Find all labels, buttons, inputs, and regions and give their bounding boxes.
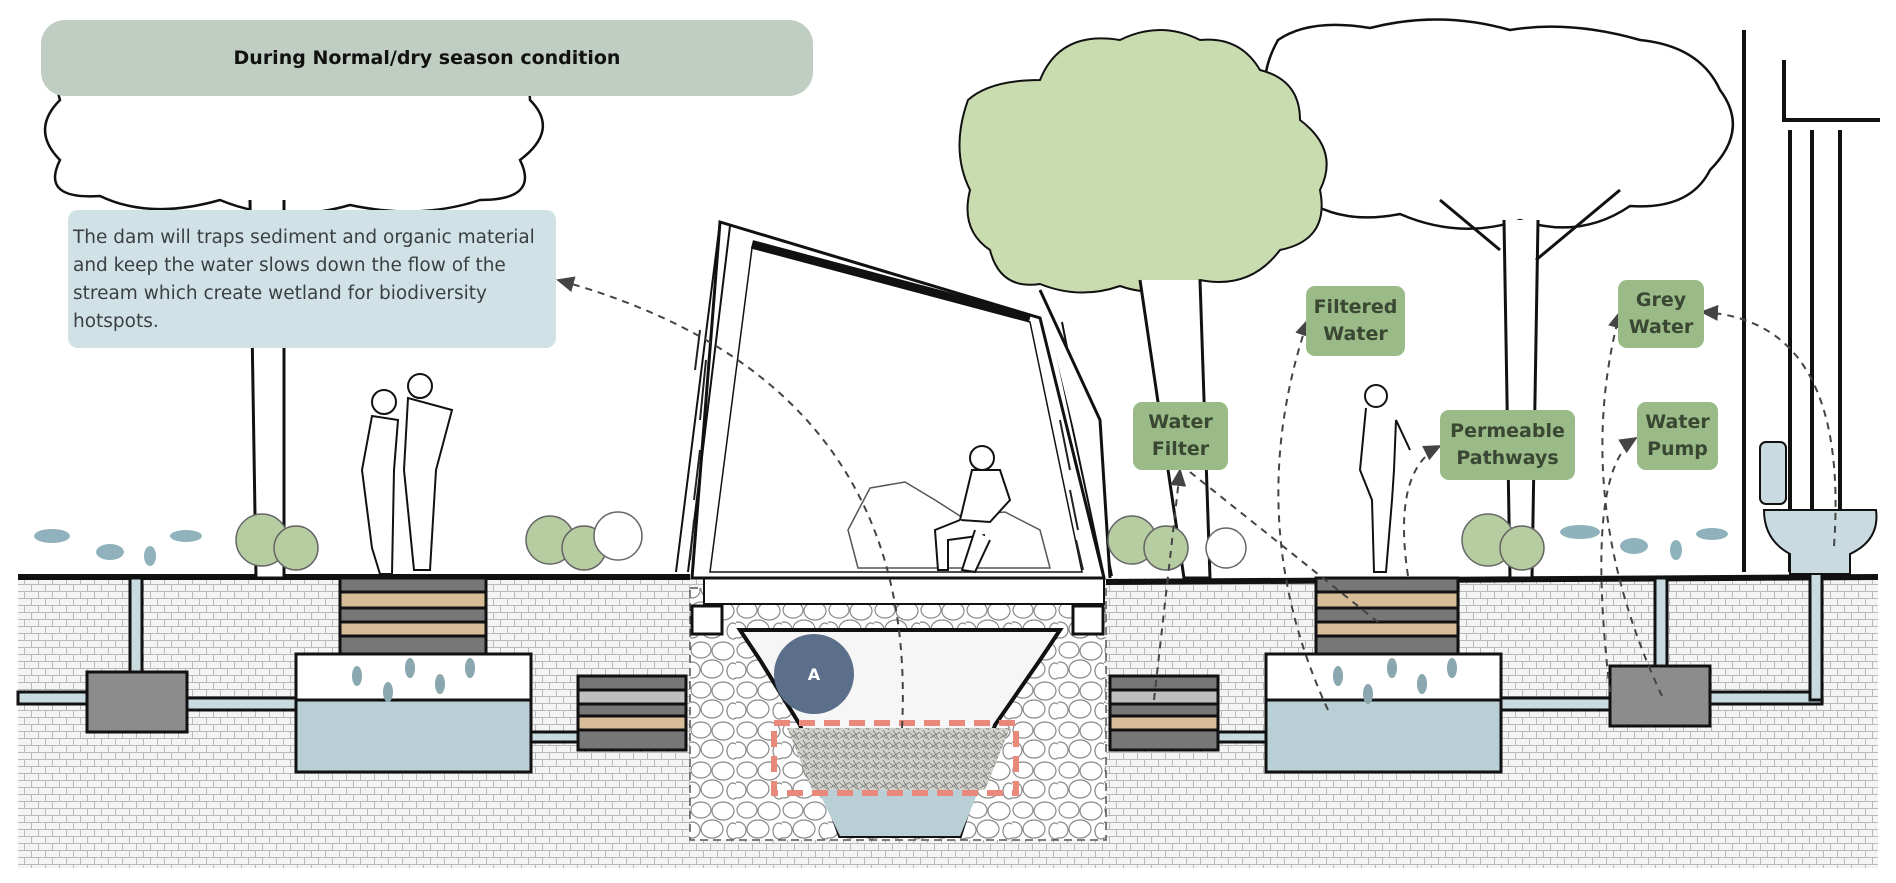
water-splashes bbox=[34, 525, 1728, 566]
retention-tank-right bbox=[1264, 652, 1503, 774]
flow-arrows bbox=[556, 276, 1837, 729]
label-grey-water: Grey Water bbox=[1618, 280, 1704, 348]
pipes bbox=[16, 568, 1824, 744]
pump-box-right bbox=[1608, 664, 1712, 728]
section-marker: A bbox=[774, 634, 854, 714]
filter-layers-right bbox=[1314, 576, 1460, 656]
label-permeable-pathways: Permeable Pathways bbox=[1440, 410, 1575, 480]
description-note: The dam will traps sediment and organic … bbox=[68, 210, 556, 348]
seated-person bbox=[933, 445, 1012, 574]
dam-highlight bbox=[771, 720, 1019, 796]
label-water-filter: Water Filter bbox=[1133, 402, 1228, 470]
sediment-straw bbox=[787, 728, 1010, 790]
label-water-pump: Water Pump bbox=[1637, 402, 1718, 470]
building-columns bbox=[1742, 30, 1880, 572]
filter-box-left bbox=[576, 674, 688, 752]
couple-figures bbox=[360, 373, 454, 575]
filter-box-right bbox=[1108, 674, 1220, 752]
toilet bbox=[1759, 441, 1878, 575]
shrubs bbox=[235, 511, 1545, 571]
filter-layers-left bbox=[338, 576, 488, 656]
pump-box-left bbox=[85, 670, 189, 734]
label-filtered-water: Filtered Water bbox=[1306, 286, 1405, 356]
runner-figure bbox=[1358, 384, 1411, 573]
tree-canopy-center bbox=[958, 29, 1328, 294]
tree-canopy-right bbox=[1263, 18, 1735, 230]
section-title: During Normal/dry season condition bbox=[41, 20, 813, 96]
